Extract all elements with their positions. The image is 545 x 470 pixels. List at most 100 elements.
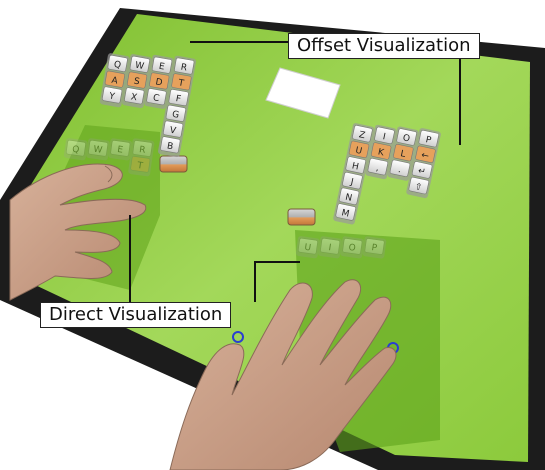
key-column: E	[108, 138, 133, 161]
key[interactable]	[124, 87, 145, 105]
offset-visualization-label: Offset Visualization	[288, 33, 480, 59]
toggle-key-icon[interactable]	[287, 208, 316, 226]
key-column: P	[362, 236, 387, 259]
key[interactable]	[393, 144, 414, 162]
key-label: J	[349, 177, 355, 188]
key-label: ↵	[417, 166, 426, 177]
key[interactable]	[415, 145, 436, 163]
key[interactable]	[130, 156, 151, 173]
key[interactable]	[129, 55, 150, 73]
key-column: W	[86, 138, 110, 161]
key[interactable]	[163, 120, 184, 138]
key[interactable]	[151, 56, 173, 74]
key[interactable]	[160, 136, 181, 154]
key-label: I	[382, 132, 387, 142]
offset-callout-lines	[190, 41, 461, 145]
key-label: H	[351, 161, 360, 172]
key[interactable]	[374, 126, 395, 145]
key-column: QAY	[99, 53, 130, 108]
key-column: EDC	[144, 54, 174, 109]
key-label: U	[304, 243, 312, 254]
key-label: Z	[358, 130, 366, 141]
key[interactable]	[107, 55, 128, 72]
key[interactable]	[396, 128, 417, 146]
key-label: G	[171, 110, 180, 121]
key[interactable]	[126, 71, 148, 89]
key[interactable]	[132, 140, 153, 157]
key-label: M	[340, 208, 350, 219]
key[interactable]	[298, 237, 318, 255]
key-label: ⇧	[414, 182, 423, 193]
touch-ring-icon	[232, 331, 244, 343]
key[interactable]	[367, 158, 389, 176]
key-label: W	[93, 145, 103, 156]
key[interactable]	[338, 187, 360, 205]
key[interactable]	[320, 238, 341, 255]
direct-visualization-label: Direct Visualization	[40, 302, 232, 328]
key[interactable]	[342, 172, 363, 190]
key-label: L	[399, 149, 406, 160]
key-label: ,	[375, 163, 380, 173]
direct-callout-lines	[129, 215, 300, 302]
key-label: O	[402, 133, 411, 144]
key-label: ←	[420, 151, 430, 162]
key-label: P	[425, 135, 433, 146]
key[interactable]	[370, 142, 392, 160]
key-label: F	[175, 94, 182, 105]
key[interactable]	[66, 139, 86, 157]
key[interactable]	[165, 104, 186, 122]
key-label: W	[134, 61, 145, 72]
key[interactable]	[352, 125, 373, 143]
key-column: WSX	[122, 54, 152, 109]
key[interactable]	[364, 238, 385, 255]
key[interactable]	[345, 156, 366, 174]
key-label: Y	[107, 91, 116, 102]
key[interactable]	[171, 73, 192, 91]
key[interactable]	[411, 161, 433, 179]
key-label: N	[344, 193, 353, 204]
key-label: R	[138, 145, 146, 156]
key[interactable]	[348, 140, 370, 159]
key-label: O	[348, 243, 356, 254]
key-label: P	[371, 243, 378, 254]
key[interactable]	[408, 176, 430, 195]
key-column: IK,	[365, 124, 397, 180]
key[interactable]	[168, 89, 189, 107]
key-label: C	[152, 93, 160, 104]
key-label: A	[111, 76, 120, 87]
key-label: U	[354, 146, 363, 157]
key-label: E	[117, 145, 124, 156]
key[interactable]	[88, 140, 109, 157]
key[interactable]	[102, 86, 123, 104]
key-label: T	[177, 78, 186, 89]
key-label: .	[397, 165, 402, 175]
key[interactable]	[149, 72, 170, 90]
key[interactable]	[146, 88, 167, 106]
key-label: D	[155, 77, 164, 88]
key-label: S	[133, 77, 141, 88]
blank-panel-icon	[265, 67, 341, 119]
key-label: K	[377, 147, 386, 158]
key[interactable]	[389, 159, 411, 177]
key[interactable]	[335, 203, 356, 221]
key-column: Q	[63, 138, 88, 161]
key-label: X	[130, 92, 138, 103]
key-label: I	[328, 243, 332, 253]
key-column: U	[295, 236, 320, 259]
key-column: RT	[128, 138, 155, 177]
key[interactable]	[110, 140, 131, 157]
key[interactable]	[174, 57, 195, 75]
key[interactable]	[418, 129, 440, 148]
toggle-key-icon[interactable]	[159, 155, 188, 173]
left-hand-image	[9, 163, 147, 301]
key-label: B	[166, 141, 174, 152]
key[interactable]	[104, 70, 125, 88]
key[interactable]	[342, 238, 363, 255]
